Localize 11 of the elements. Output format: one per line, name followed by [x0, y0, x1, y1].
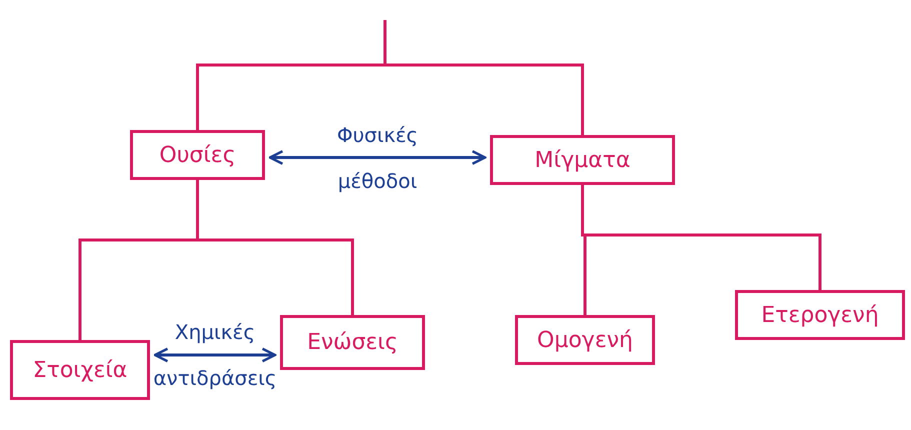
category-box: Στοιχεία [10, 340, 150, 400]
edge-label: Χημικές αντιδράσεις [152, 319, 278, 392]
double-arrow [268, 150, 486, 165]
category-box: Ομογενή [515, 315, 655, 365]
category-box: Ετερογενή [735, 290, 905, 340]
double-arrow [154, 348, 276, 362]
connector-line [581, 185, 822, 290]
edge-label: Φυσικές μέθοδοι [336, 122, 420, 194]
category-box: Ουσίες [130, 130, 265, 180]
category-box: Ενώσεις [280, 315, 425, 370]
category-box: Μίγματα [490, 135, 675, 185]
